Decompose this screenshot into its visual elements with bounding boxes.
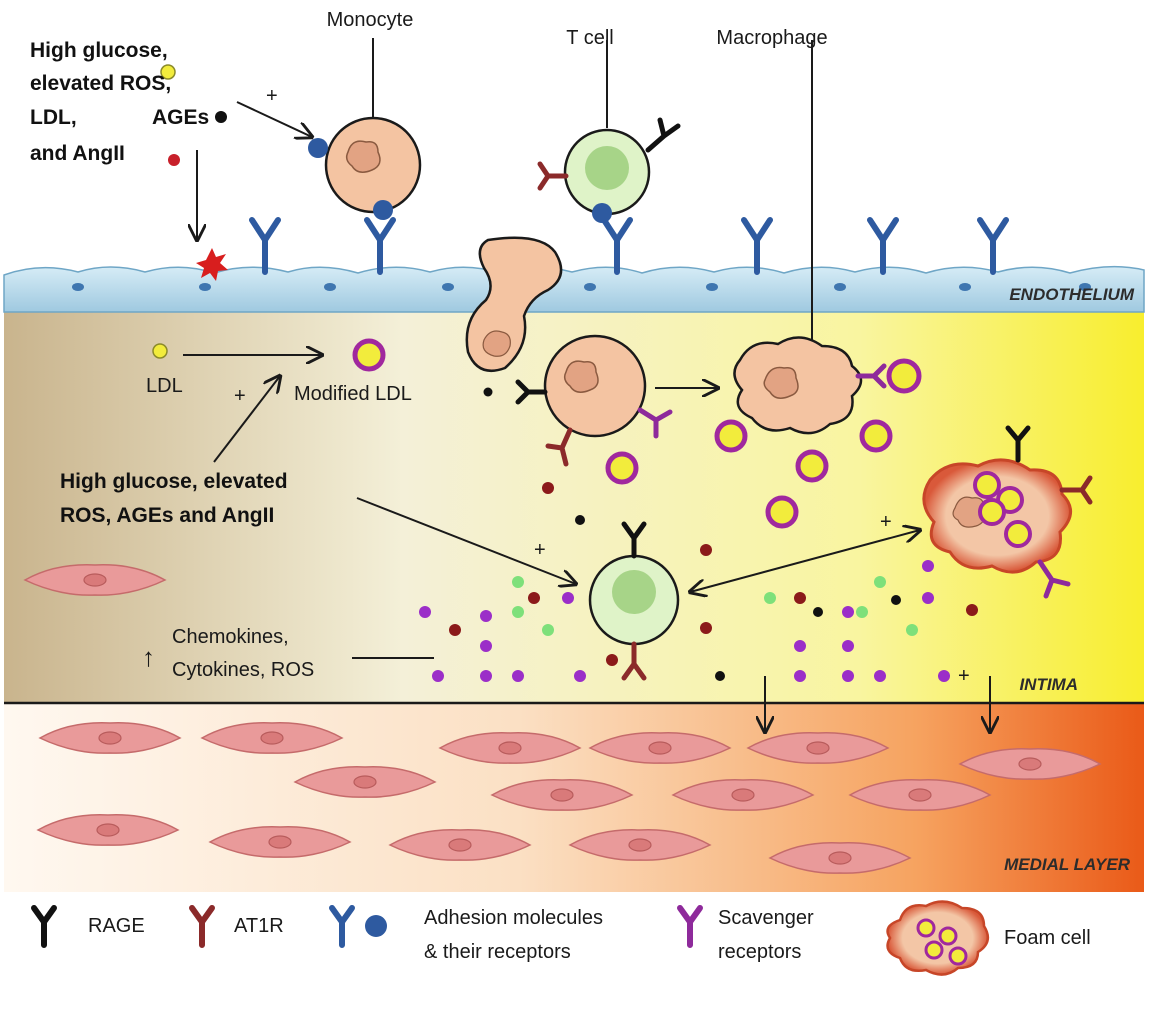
ldl-label: LDL [146, 375, 183, 397]
adhesion-molecule-icon [308, 138, 328, 158]
legend-adhesion-line1: Adhesion molecules [424, 907, 603, 929]
endothelium-layer [3, 217, 1145, 313]
modified-ldl-label: Modified LDL [294, 383, 412, 405]
plus-sign: + [266, 85, 278, 107]
legend-rage: RAGE [88, 915, 145, 937]
foam-cell-legend-icon [886, 900, 990, 976]
scavenger-legend-icon [677, 905, 703, 948]
ldl-icon [160, 64, 176, 80]
legend-foam-cell: Foam cell [1004, 927, 1091, 949]
medial-layer-label: MEDIAL LAYER [1004, 855, 1131, 874]
at1r-legend-icon [189, 905, 215, 948]
plus-sign: + [880, 511, 892, 533]
rage-legend-icon [31, 905, 57, 948]
rage-icon [645, 117, 681, 153]
at1r-icon [621, 641, 647, 681]
monocyte-cell [308, 38, 422, 220]
at1r-icon [545, 427, 573, 467]
macrophage-cell [733, 40, 922, 435]
increase-arrow: ↑ [142, 642, 155, 672]
legend: RAGE AT1R Adhesion molecules & their rec… [31, 900, 1091, 976]
stimuli-top-line1: High glucose, [30, 39, 168, 62]
legend-scavenger-line2: receptors [718, 941, 801, 963]
stimuli-top-line4: and AngII [30, 142, 125, 165]
intima-monocyte [483, 334, 673, 467]
legend-adhesion-line2: & their receptors [424, 941, 571, 963]
rage-icon [1005, 425, 1031, 463]
t-cell-intima [588, 521, 680, 681]
at1r-icon [1059, 475, 1093, 505]
scavenger-receptor-icon [637, 407, 673, 439]
foam-cell [922, 425, 1093, 599]
plus-sign: + [534, 539, 546, 561]
tcell-label: T cell [566, 27, 613, 49]
stimuli-top-line3b: AGEs [152, 106, 209, 129]
activation-star-icon [196, 248, 228, 281]
stimuli-intima-line2: ROS, AGEs and AngII [60, 504, 274, 527]
modified-ldl-icon [352, 338, 386, 372]
monocyte-label: Monocyte [327, 9, 414, 31]
pathway-arrows [183, 101, 990, 732]
adhesion-receptor-legend-icon [329, 905, 355, 948]
signal-molecules [419, 482, 978, 682]
stimuli-top-line2: elevated ROS, [30, 72, 171, 95]
at1r-icon [537, 161, 569, 191]
transmigrating-monocyte [465, 236, 563, 372]
legend-scavenger-line1: Scavenger [718, 907, 814, 929]
ldl-icon [152, 343, 168, 359]
scavenger-receptor-icon [855, 363, 887, 389]
t-cell-circulating [537, 40, 681, 223]
intima-label: INTIMA [1019, 675, 1078, 694]
modified-ldl-particles [605, 419, 893, 529]
adhesion-molecule-icon [373, 200, 393, 220]
stimuli-top-line3a: LDL, [30, 106, 77, 129]
stimuli-intima-line1: High glucose, elevated [60, 470, 288, 493]
adhesion-molecule-icon [592, 203, 612, 223]
plus-sign: + [958, 665, 970, 687]
legend-at1r: AT1R [234, 915, 284, 937]
age-dot-icon [215, 111, 227, 123]
rage-icon [621, 521, 647, 559]
chemokines-line1: Chemokines, [172, 626, 289, 648]
scavenger-receptor-icon [1037, 559, 1071, 599]
macrophage-label: Macrophage [716, 27, 827, 49]
angii-dot-icon [168, 154, 180, 166]
plus-sign: + [234, 385, 246, 407]
chemokines-line2: Cytokines, ROS [172, 659, 314, 681]
adhesion-molecule-legend-icon [365, 915, 387, 937]
rage-icon [515, 379, 548, 405]
endothelium-label: ENDOTHELIUM [1009, 285, 1135, 304]
